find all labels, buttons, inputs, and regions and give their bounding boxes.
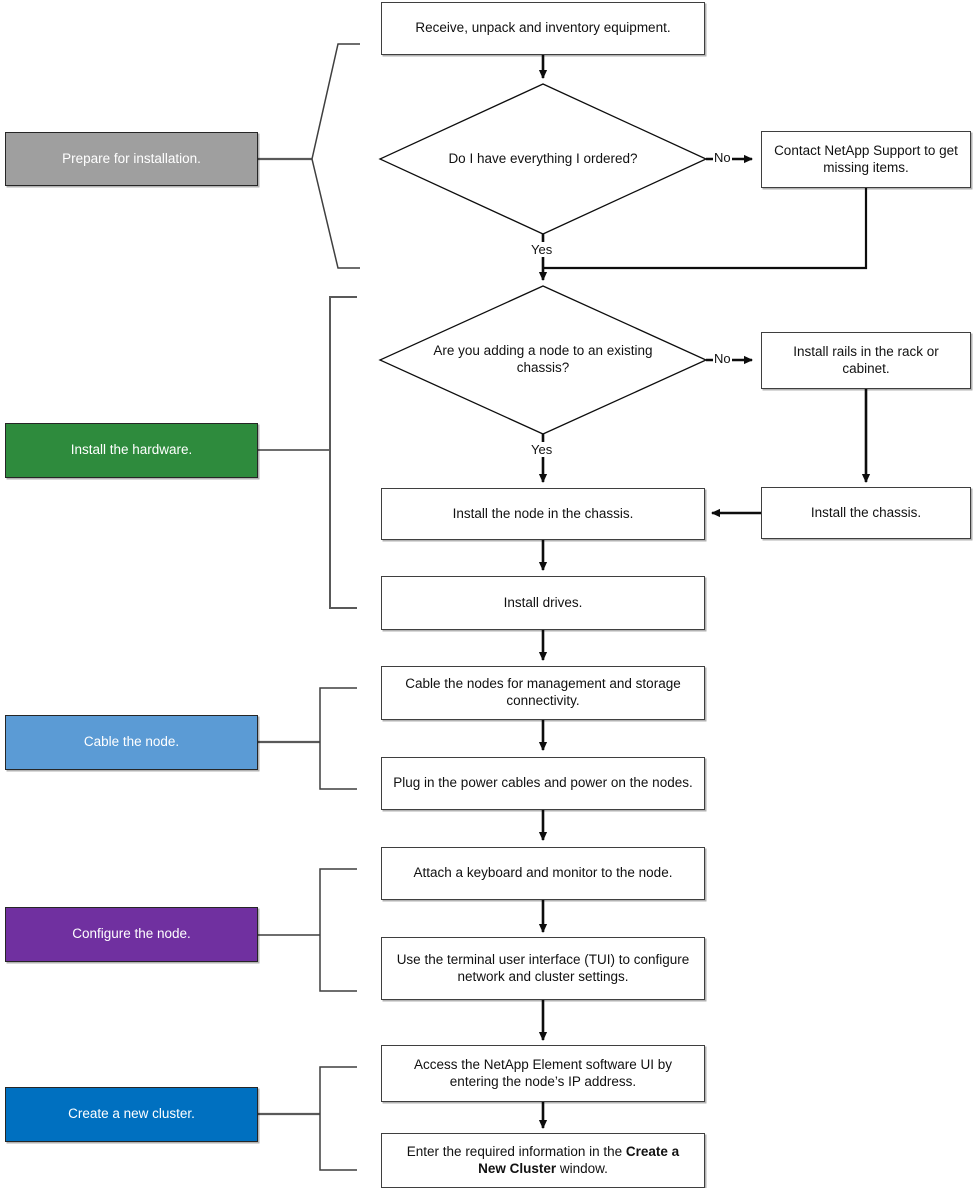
- decision-everything-ordered[interactable]: Do I have everything I ordered?: [400, 134, 686, 184]
- phase-label-cluster: Create a new cluster.: [68, 1106, 195, 1122]
- phase-box-cluster[interactable]: Create a new cluster.: [5, 1087, 258, 1142]
- step-box-chassis[interactable]: Install the chassis.: [761, 487, 971, 539]
- step-box-tui[interactable]: Use the terminal user interface (TUI) to…: [381, 937, 705, 1000]
- edge-label-yes-1: Yes: [530, 242, 554, 257]
- step-label-drives: Install drives.: [503, 594, 583, 610]
- new-cluster-text-lead: Enter the required information in the: [406, 1143, 626, 1159]
- phase-box-hardware[interactable]: Install the hardware.: [5, 423, 258, 478]
- phase-connector-hardware: [258, 296, 357, 609]
- step-box-contact[interactable]: Contact NetApp Support to get missing it…: [761, 131, 971, 188]
- decision-label-everything-ordered: Do I have everything I ordered?: [448, 150, 638, 166]
- step-box-node-in-chassis[interactable]: Install the node in the chassis.: [381, 488, 705, 540]
- step-label-power: Plug in the power cables and power on th…: [393, 775, 693, 791]
- step-box-keyboard[interactable]: Attach a keyboard and monitor to the nod…: [381, 847, 705, 900]
- new-cluster-text-bold: Create a New Cluster: [478, 1143, 680, 1176]
- step-label-keyboard: Attach a keyboard and monitor to the nod…: [413, 865, 673, 881]
- step-box-power[interactable]: Plug in the power cables and power on th…: [381, 757, 705, 810]
- step-box-cable-nodes[interactable]: Cable the nodes for management and stora…: [381, 666, 705, 720]
- phase-label-prepare: Prepare for installation.: [62, 150, 201, 166]
- phase-connector-cluster: [258, 1066, 357, 1171]
- step-label-contact: Contact NetApp Support to get missing it…: [774, 142, 958, 175]
- step-label-element-ui: Access the NetApp Element software UI by…: [413, 1056, 673, 1089]
- step-label-cable-nodes: Cable the nodes for management and stora…: [405, 676, 681, 708]
- step-label-node-in-chassis: Install the node in the chassis.: [452, 505, 634, 521]
- edge-contact-return: [543, 188, 868, 270]
- step-box-new-cluster[interactable]: Enter the required information in the Cr…: [381, 1133, 705, 1188]
- new-cluster-text-tail: window.: [556, 1160, 608, 1176]
- step-box-receive[interactable]: Receive, unpack and inventory equipment.: [381, 2, 705, 55]
- step-label-receive: Receive, unpack and inventory equipment.: [415, 20, 671, 36]
- step-label-rails: Install rails in the rack or cabinet.: [793, 343, 939, 376]
- phase-label-configure: Configure the node.: [72, 926, 191, 942]
- phase-connector-configure: [258, 868, 357, 992]
- phase-box-cable[interactable]: Cable the node.: [5, 715, 258, 770]
- edge-label-yes-2: Yes: [530, 442, 554, 457]
- decision-adding-node[interactable]: Are you adding a node to an existing cha…: [418, 333, 668, 387]
- step-label-tui: Use the terminal user interface (TUI) to…: [396, 951, 690, 984]
- edge-label-no-2: No: [713, 351, 732, 366]
- step-box-rails[interactable]: Install rails in the rack or cabinet.: [761, 332, 971, 389]
- phase-label-cable: Cable the node.: [83, 734, 180, 750]
- phase-box-prepare[interactable]: Prepare for installation.: [5, 132, 258, 186]
- phase-connector-cable: [258, 687, 357, 790]
- phase-label-hardware: Install the hardware.: [70, 442, 193, 458]
- step-box-element-ui[interactable]: Access the NetApp Element software UI by…: [381, 1045, 705, 1102]
- phase-box-configure[interactable]: Configure the node.: [5, 907, 258, 962]
- step-label-chassis: Install the chassis.: [810, 504, 922, 520]
- phase-connector-prepare: [258, 43, 360, 269]
- decision-label-adding-node: Are you adding a node to an existing cha…: [433, 343, 653, 375]
- edge-label-no-1: No: [713, 150, 732, 165]
- step-box-drives[interactable]: Install drives.: [381, 576, 705, 630]
- step-label-new-cluster: Enter the required information in the Cr…: [392, 1144, 694, 1178]
